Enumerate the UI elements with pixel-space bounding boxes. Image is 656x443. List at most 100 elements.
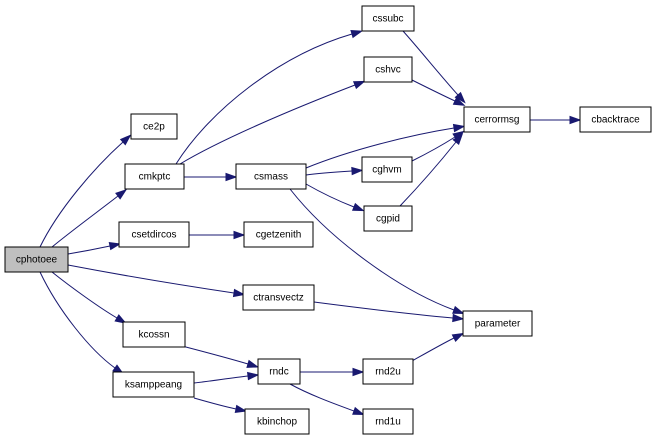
node-cghvm[interactable]: cghvm [361, 156, 413, 183]
node-cshvc[interactable]: cshvc [363, 56, 413, 83]
node-cmkptc[interactable]: cmkptc [124, 163, 185, 190]
node-box [362, 408, 414, 435]
arrowhead-icon [247, 371, 260, 381]
node-cgetzenith[interactable]: cgetzenith [243, 221, 314, 248]
node-label: kcossn [138, 330, 169, 341]
arrowhead-icon [246, 359, 260, 368]
edge-line [193, 375, 249, 384]
edge-cshvc-to-cerrormsg [411, 79, 466, 106]
edge-rndc-to-rnd2u [300, 367, 365, 377]
node-parameter[interactable]: parameter [462, 310, 533, 337]
node-label: cphotoee [16, 255, 58, 266]
node-ce2p[interactable]: ce2p [130, 113, 178, 140]
arrowhead-icon [350, 30, 364, 39]
node-box [124, 163, 185, 190]
arrowhead-icon [115, 188, 128, 200]
node-label: ctransvectz [253, 293, 304, 304]
node-label: rnd1u [375, 417, 401, 428]
node-cphotoee[interactable]: cphotoee [4, 246, 69, 273]
node-box [463, 106, 531, 133]
edge-csetdircos-to-cgetzenith [189, 230, 246, 240]
node-ctransvectz[interactable]: ctransvectz [242, 284, 315, 311]
edge-line [305, 183, 355, 208]
node-box [361, 5, 415, 32]
node-box [4, 246, 69, 273]
node-csmass[interactable]: csmass [235, 163, 307, 190]
edge-cphotoee-to-kcossn [51, 271, 127, 324]
node-box [242, 284, 315, 311]
arrowhead-icon [108, 242, 122, 251]
node-label: cbacktrace [591, 115, 640, 126]
edge-line [289, 383, 355, 412]
node-rnd2u[interactable]: rnd2u [362, 358, 414, 385]
node-label: parameter [475, 319, 521, 330]
node-box [122, 321, 186, 348]
arrowhead-icon [452, 305, 465, 315]
node-label: ksamppeang [125, 380, 182, 391]
node-cbacktrace[interactable]: cbacktrace [579, 106, 652, 133]
edge-line [67, 264, 235, 294]
edge-line [411, 337, 455, 362]
node-label: cshvc [375, 65, 401, 76]
node-box [243, 221, 314, 248]
node-box [363, 56, 413, 83]
edge-cgpid-to-cerrormsg [399, 133, 464, 207]
node-ksamppeang[interactable]: ksamppeang [112, 371, 195, 398]
arrowhead-icon [569, 115, 582, 125]
edge-line [289, 188, 455, 311]
edge-cmkptc-to-cssubc [175, 30, 364, 165]
edge-ctransvectz-to-parameter [313, 301, 465, 323]
arrowhead-icon [234, 404, 248, 413]
node-rnd1u[interactable]: rnd1u [362, 408, 414, 435]
edge-line [305, 127, 455, 169]
node-box [118, 221, 190, 248]
node-box [244, 408, 310, 435]
arrowhead-icon [352, 80, 366, 90]
edge-csmass-to-cghvm [305, 166, 364, 176]
node-box [235, 163, 307, 190]
edge-rndc-to-rnd1u [289, 383, 365, 416]
node-kbinchop[interactable]: kbinchop [244, 408, 310, 435]
node-box [579, 106, 652, 133]
edge-ksamppeang-to-kbinchop [193, 397, 248, 413]
edge-cphotoee-to-csetdircos [67, 242, 122, 255]
arrowhead-icon [454, 91, 466, 104]
edge-line [402, 30, 459, 96]
edge-line [193, 397, 237, 410]
node-box [257, 358, 301, 385]
node-box [130, 113, 178, 140]
node-rndc[interactable]: rndc [257, 358, 301, 385]
node-label: cghvm [372, 165, 401, 176]
node-label: kbinchop [257, 417, 297, 428]
edge-csmass-to-cerrormsg [305, 123, 466, 169]
edge-ksamppeang-to-rndc [193, 371, 260, 384]
node-label: csmass [254, 172, 288, 183]
edge-line [181, 345, 249, 365]
edge-cphotoee-to-ctransvectz [67, 264, 246, 298]
arrowhead-icon [351, 202, 365, 212]
node-box [363, 205, 413, 232]
node-cerrormsg[interactable]: cerrormsg [463, 106, 531, 133]
node-kcossn[interactable]: kcossn [122, 321, 186, 348]
node-csetdircos[interactable]: csetdircos [118, 221, 190, 248]
edge-rnd2u-to-parameter [411, 332, 465, 362]
node-box [112, 371, 195, 398]
arrowhead-icon [452, 133, 464, 146]
edge-cphotoee-to-ce2p [39, 134, 132, 248]
node-label: rndc [269, 367, 288, 378]
node-cgpid[interactable]: cgpid [363, 205, 413, 232]
edge-csmass-to-cgpid [305, 183, 365, 212]
arrowhead-icon [119, 134, 132, 146]
edge-line [305, 170, 353, 176]
node-label: cerrormsg [474, 115, 519, 126]
edge-line [67, 245, 111, 255]
edge-cphotoee-to-ksamppeang [39, 271, 125, 375]
edge-line [313, 301, 454, 319]
arrowhead-icon [452, 123, 466, 133]
edge-line [175, 33, 353, 165]
node-box [361, 156, 413, 183]
edge-line [51, 271, 118, 319]
node-cssubc[interactable]: cssubc [361, 5, 415, 32]
node-label: cmkptc [139, 172, 171, 183]
